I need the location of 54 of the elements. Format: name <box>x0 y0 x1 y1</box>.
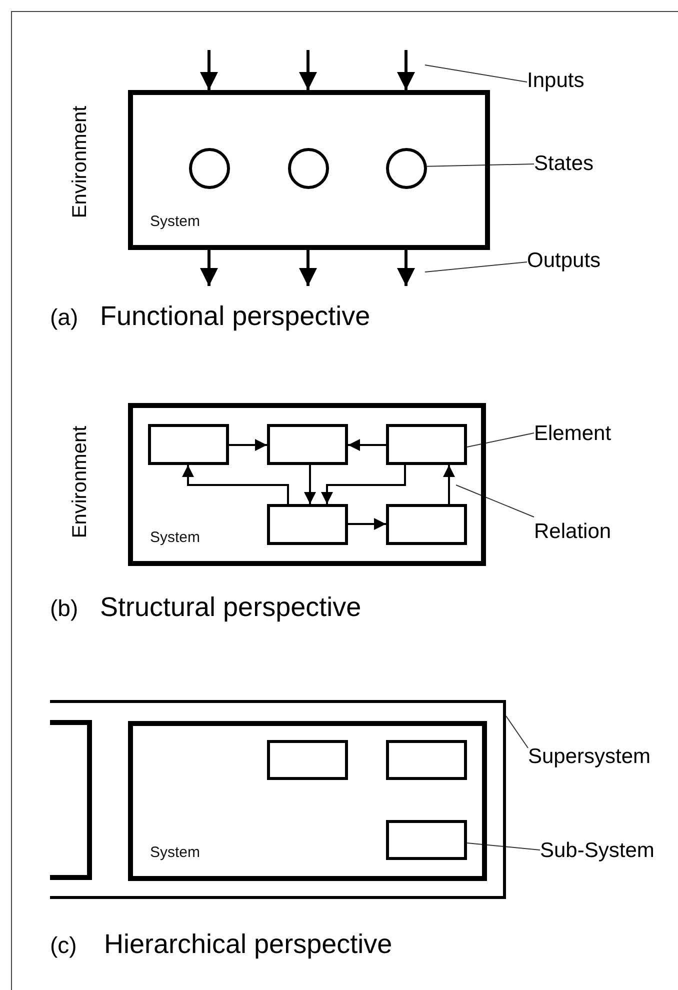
leader-line <box>506 716 528 748</box>
box-label: System <box>150 213 200 231</box>
callout-label: Element <box>534 419 612 449</box>
callout-label: Supersystem <box>528 742 651 772</box>
relation-arrow <box>321 465 406 504</box>
element-box <box>267 504 348 545</box>
element-box <box>148 424 229 465</box>
relation-arrow <box>229 439 267 451</box>
box-label: System <box>150 844 200 862</box>
system-box <box>128 721 487 881</box>
element-box <box>386 504 467 545</box>
relation-arrow <box>348 439 386 451</box>
flow-arrow <box>299 50 317 90</box>
relation-arrow <box>304 465 316 504</box>
panel-tag: (c) <box>50 930 77 960</box>
flow-arrow <box>397 50 415 90</box>
subsystem-box <box>386 820 467 860</box>
panel-caption: Functional perspective <box>100 300 370 333</box>
state-circle <box>288 148 329 189</box>
box-label: System <box>150 529 200 547</box>
leader-line <box>424 262 528 272</box>
system-box <box>128 90 490 250</box>
panel-caption: Hierarchical perspective <box>104 928 392 961</box>
state-circle <box>189 148 230 189</box>
relation-arrow <box>348 518 386 530</box>
leader-line <box>426 164 534 167</box>
relation-arrow <box>182 465 289 504</box>
subsystem-box <box>267 740 348 780</box>
leader-line <box>424 64 528 82</box>
panel-caption: Structural perspective <box>100 591 362 624</box>
callout-label: Outputs <box>527 246 601 276</box>
callout-label: Inputs <box>527 66 584 96</box>
callout-label: Relation <box>534 517 612 547</box>
callout-label: States <box>534 149 594 179</box>
relation-arrow <box>443 465 455 504</box>
panel-tag: (a) <box>50 302 78 332</box>
state-circle <box>386 148 427 189</box>
environment-label: Environment <box>68 106 92 218</box>
leader-line <box>456 484 534 518</box>
flow-arrow <box>200 50 218 90</box>
flow-arrow <box>397 250 415 286</box>
environment-label: Environment <box>68 426 92 538</box>
neighbour-system-box <box>50 720 92 880</box>
system-box <box>128 403 486 566</box>
panel-tag: (b) <box>50 593 78 623</box>
leader-line <box>466 432 534 448</box>
supersystem-box <box>50 700 506 899</box>
callout-label: Sub-System <box>540 836 654 866</box>
flow-arrow <box>299 250 317 286</box>
flow-arrow <box>200 250 218 286</box>
element-box <box>386 424 467 465</box>
element-box <box>267 424 348 465</box>
leader-line <box>466 842 540 850</box>
subsystem-box <box>386 740 467 780</box>
